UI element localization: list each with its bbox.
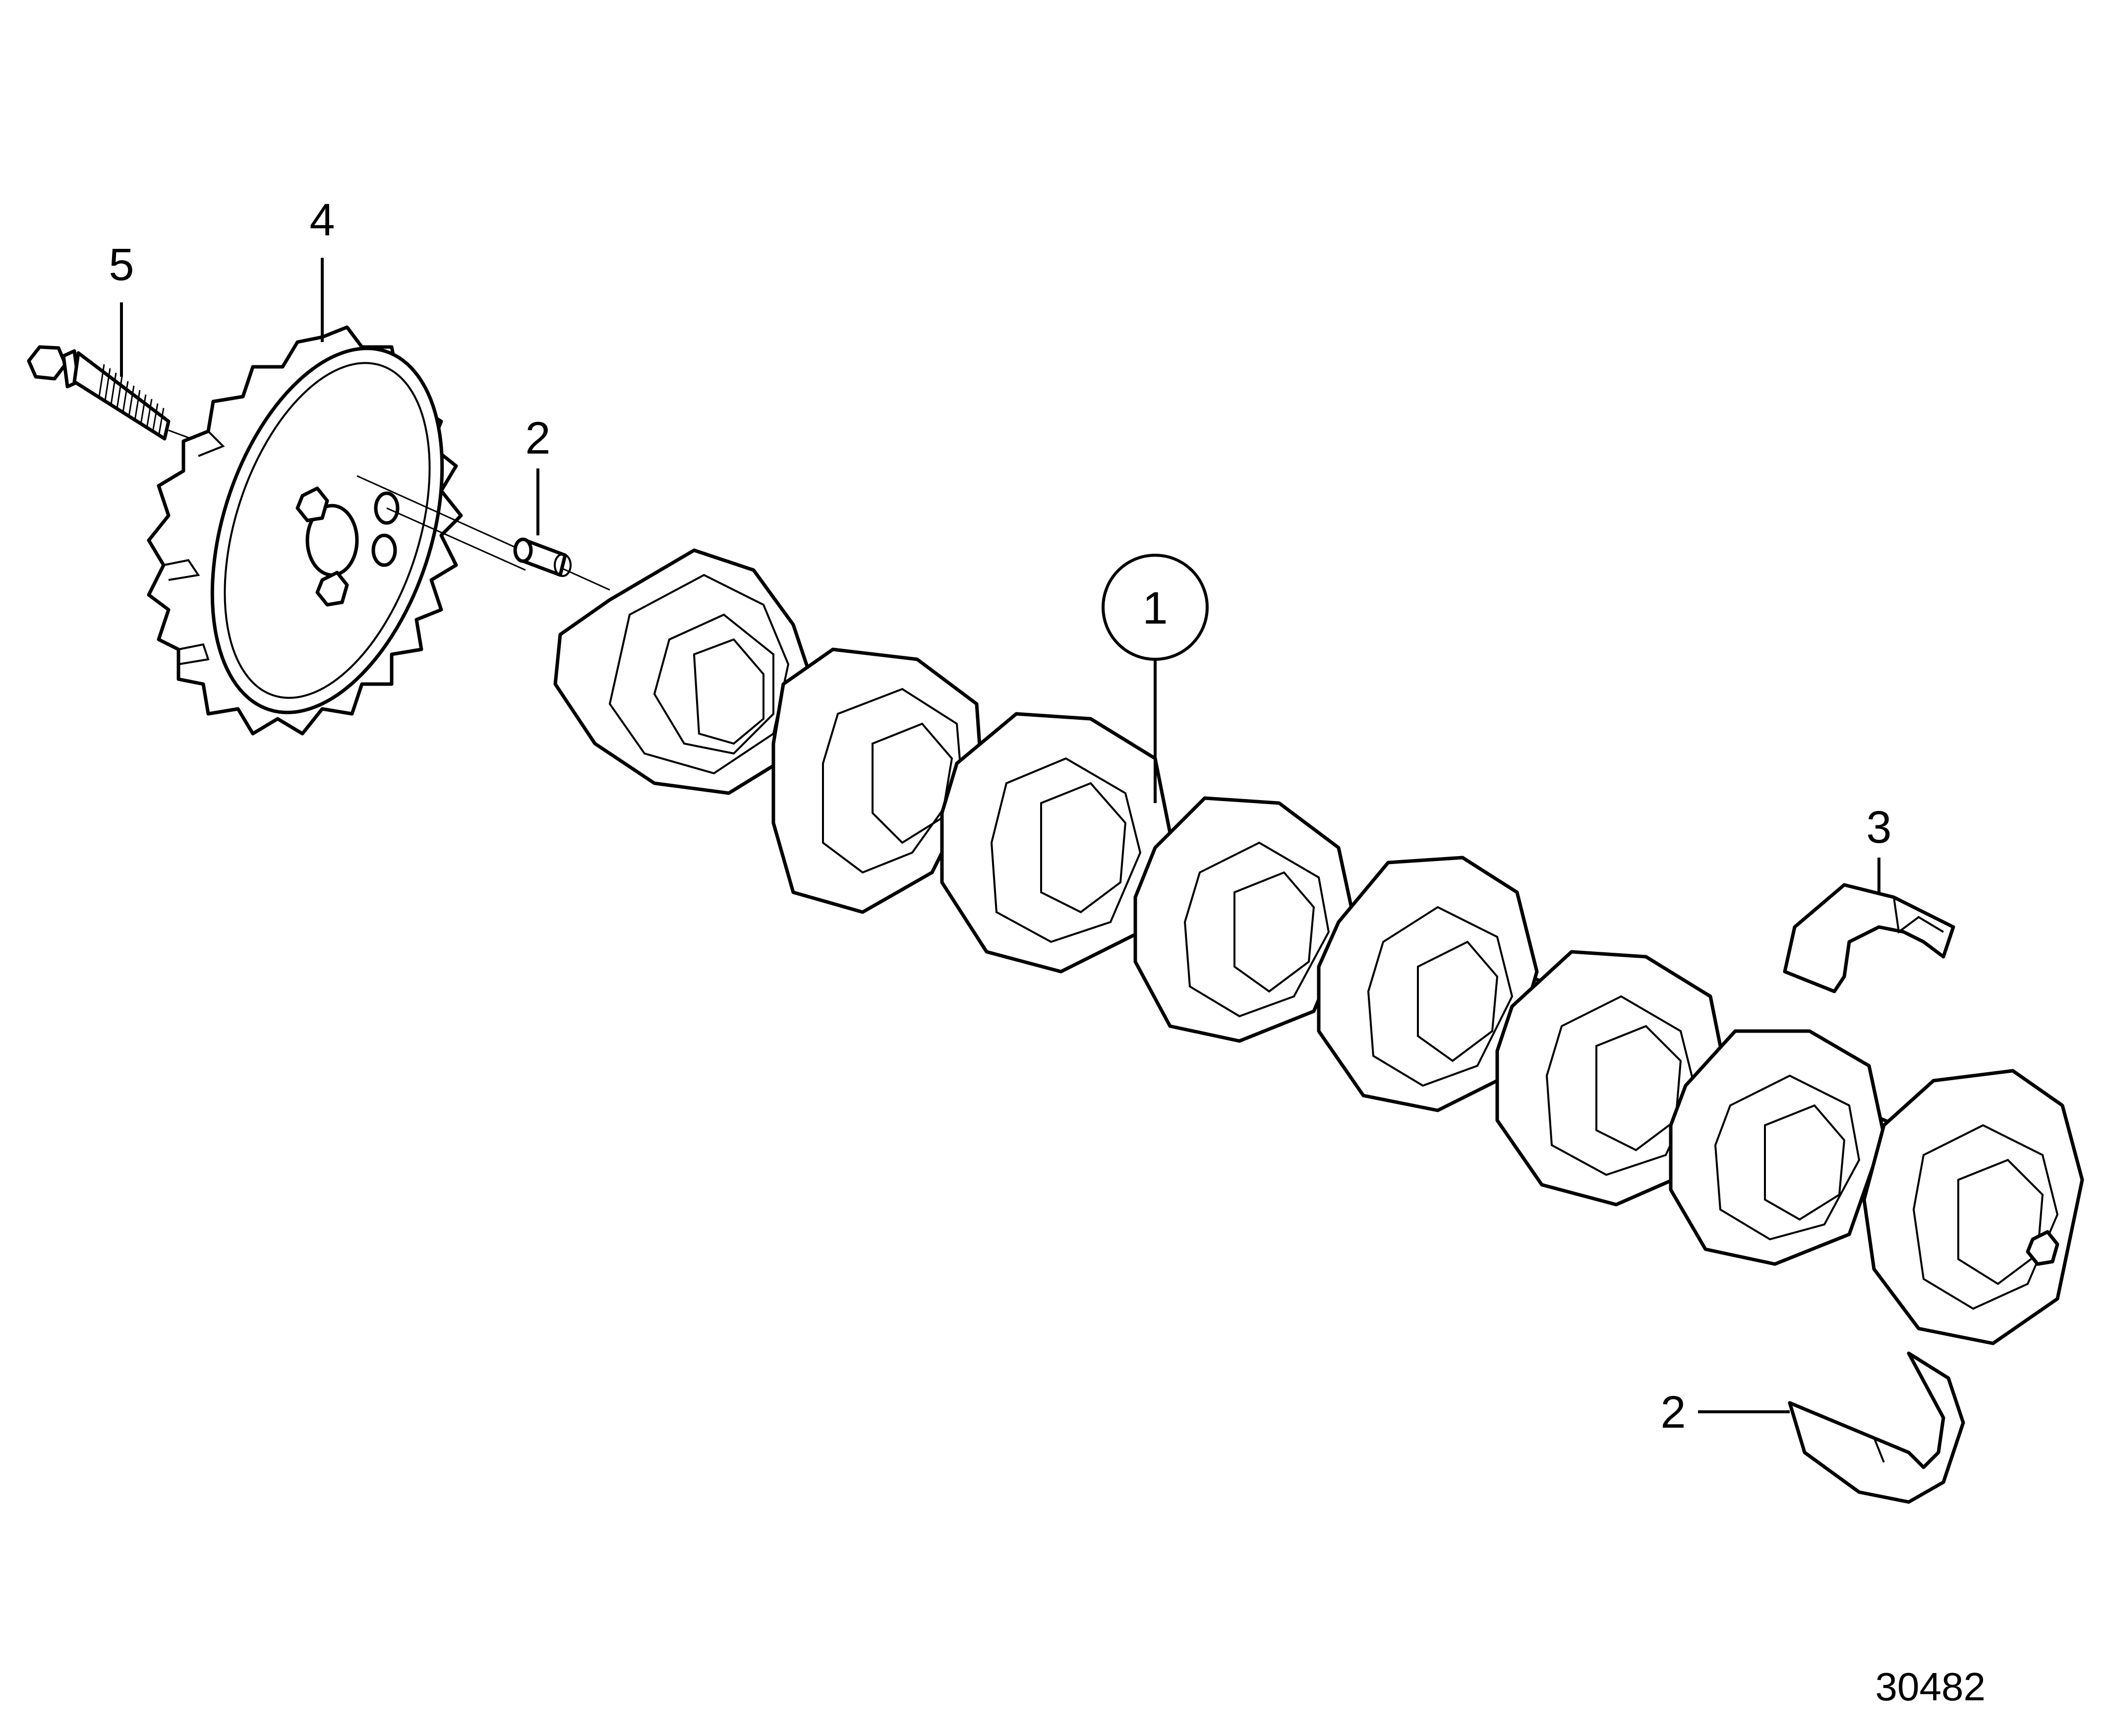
callout-2-dowel: 2 bbox=[525, 413, 550, 463]
bearing-shell-lower bbox=[1788, 1351, 1965, 1504]
camshaft-front-journal bbox=[553, 548, 815, 795]
callout-2-bearing: 2 bbox=[1660, 1387, 1686, 1438]
assembly-axis-line bbox=[356, 475, 610, 591]
dowel-pin bbox=[513, 537, 572, 577]
camshaft-rear-journal bbox=[1862, 1069, 2084, 1345]
camshaft-gear bbox=[147, 325, 463, 736]
callout-5: 5 bbox=[109, 239, 134, 290]
figure-number: 30482 bbox=[1875, 1665, 1986, 1709]
camshaft-lobe bbox=[1669, 1029, 1886, 1266]
camshaft-lobe bbox=[1133, 796, 1355, 1043]
camshaft-lobe bbox=[771, 647, 984, 914]
callout-3: 3 bbox=[1866, 802, 1891, 853]
camshaft bbox=[553, 548, 2084, 1345]
bolt bbox=[27, 345, 238, 457]
callout-1: 1 bbox=[1142, 583, 1168, 634]
assembly-axis-line bbox=[386, 507, 526, 571]
bearing-shell-upper bbox=[1783, 883, 1955, 993]
callout-circle-1 bbox=[1102, 554, 1209, 661]
callout-4: 4 bbox=[309, 195, 335, 245]
